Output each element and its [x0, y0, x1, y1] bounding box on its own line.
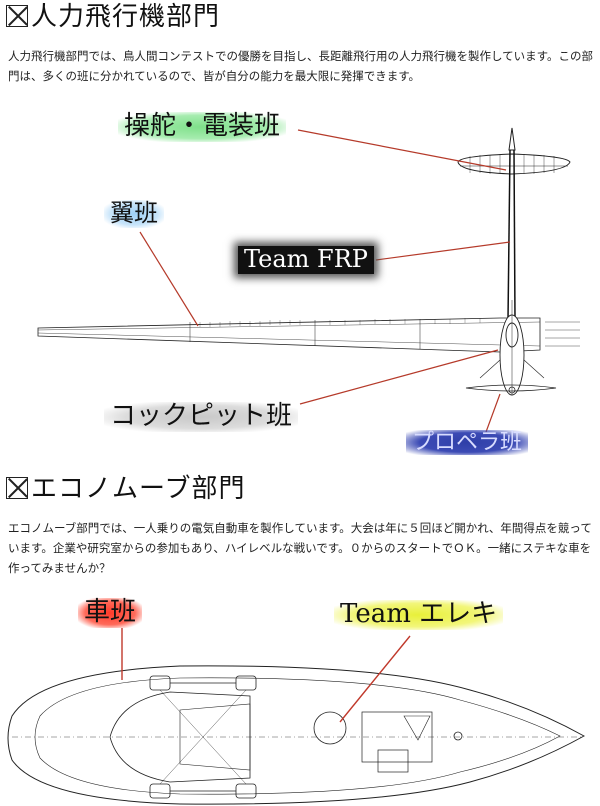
label-steering-electrical-team: 操舵・電装班	[118, 111, 287, 142]
aircraft-diagram	[37, 127, 580, 433]
label-wing-team: 翼班	[104, 199, 164, 228]
label-cockpit-team: コックピット班	[104, 401, 299, 432]
section-title-human-powered-aircraft: 人力飛行機部門	[6, 2, 220, 32]
car-body-drawing	[7, 665, 586, 805]
label-team-electric: Team エレキ	[334, 599, 504, 630]
car-leader-lines	[121, 628, 411, 723]
leader-lines	[139, 129, 511, 433]
section-title-text: エコノムーブ部門	[31, 474, 246, 504]
propeller-drawing	[465, 384, 557, 394]
label-propeller-team: プロペラ班	[406, 430, 529, 456]
section-title-econo-move: エコノムーブ部門	[6, 474, 245, 504]
main-wing-drawing	[37, 317, 580, 353]
label-car-team: 車班	[78, 597, 143, 628]
section-title-text: 人力飛行機部門	[31, 2, 221, 32]
cockpit-drawing	[479, 300, 545, 396]
checkbox-x-icon	[6, 477, 28, 499]
label-team-frp: Team FRP	[238, 245, 374, 274]
section-description: エコノムーブ部門では、一人乗りの電気自動車を製作しています。大会は年に５回ほど開…	[8, 521, 592, 575]
section-description: 人力飛行機部門では、鳥人間コンテストでの優勝を目指し、長距離飛行用の人力飛行機を…	[8, 49, 593, 83]
tailplane-drawing	[457, 127, 571, 175]
tail-boom-drawing	[507, 149, 516, 321]
checkbox-x-icon	[6, 5, 28, 27]
